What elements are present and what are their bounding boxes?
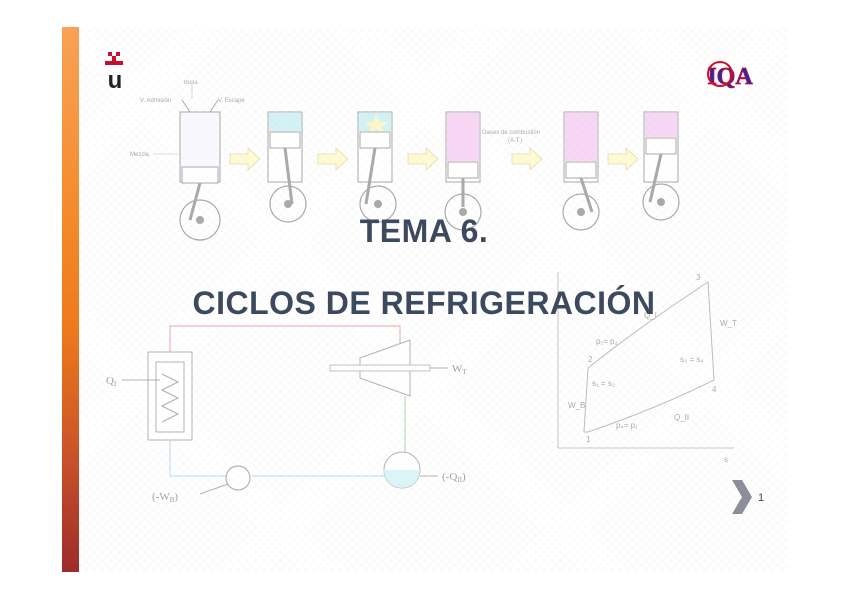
ts-s1s2-label: s₁ = s₂ bbox=[592, 379, 615, 388]
ts-p4p1-label: p₄= p₁ bbox=[616, 421, 638, 430]
logo-left-text: u bbox=[108, 67, 123, 92]
admision-label: V. Admisión bbox=[140, 98, 171, 104]
mezcla-label: Mezcla bbox=[130, 152, 150, 158]
slide-title-line2: CICLOS DE REFRIGERACIÓN bbox=[192, 285, 656, 321]
ts-qii-label: Q_II bbox=[674, 413, 689, 422]
ts-p1p2-label: p₁= p₂ bbox=[596, 337, 618, 346]
next-slide-chevron-icon[interactable] bbox=[728, 478, 754, 521]
ts-point-4: 4 bbox=[712, 385, 717, 394]
university-logo: u bbox=[102, 52, 128, 97]
arrow-2 bbox=[317, 147, 349, 171]
qi-label: QI bbox=[106, 375, 117, 388]
ts-s3s4-label: s₃ = s₄ bbox=[680, 355, 704, 364]
cylinder-intake bbox=[179, 99, 221, 241]
power-cycle-diagram: QI WT (-QII) (-WB) bbox=[106, 325, 467, 504]
accent-stripe bbox=[62, 27, 79, 572]
ts-wb-label: W_B bbox=[568, 401, 585, 410]
arrow-3 bbox=[407, 147, 439, 171]
arrow-1 bbox=[229, 147, 261, 171]
ts-qi-label: Q_I bbox=[644, 311, 657, 320]
qii-label: (-QII) bbox=[442, 471, 466, 484]
ts-point-2: 2 bbox=[588, 355, 593, 364]
cylinder-compression bbox=[267, 111, 307, 223]
wb-label: (-WB) bbox=[152, 491, 178, 504]
escape-label: V. Escape bbox=[218, 98, 245, 104]
ts-point-1: 1 bbox=[586, 435, 591, 444]
ts-diagram: 3 2 1 4 p₁= p₂ s₃ = s₄ s₁ = s₂ p₄= p₁ W_… bbox=[557, 272, 737, 464]
ts-wt-label: W_T bbox=[720, 319, 737, 328]
wt-label: WT bbox=[452, 363, 467, 376]
cylinder-expansion bbox=[562, 111, 600, 231]
bujia-label: Bujía bbox=[184, 80, 198, 86]
gases-sub-label: (A.T.) bbox=[508, 138, 522, 144]
arrow-5 bbox=[607, 147, 639, 171]
page-number: 1 bbox=[758, 492, 765, 504]
ts-xaxis-label: s bbox=[724, 455, 728, 464]
arrow-4 bbox=[511, 147, 543, 171]
cylinder-power bbox=[444, 111, 482, 231]
ts-point-3: 3 bbox=[696, 273, 701, 282]
iqa-logo: IQA bbox=[706, 56, 754, 103]
cylinder-exhaust bbox=[642, 111, 680, 221]
gases-label: Gases de combustión bbox=[482, 130, 540, 136]
slide-title-line1: TEMA 6. bbox=[359, 213, 489, 249]
cylinder-ignition bbox=[357, 111, 397, 223]
engine-cycle-diagram: Bujía V. Admisión V. Escape Mezcla Gases… bbox=[130, 80, 680, 241]
